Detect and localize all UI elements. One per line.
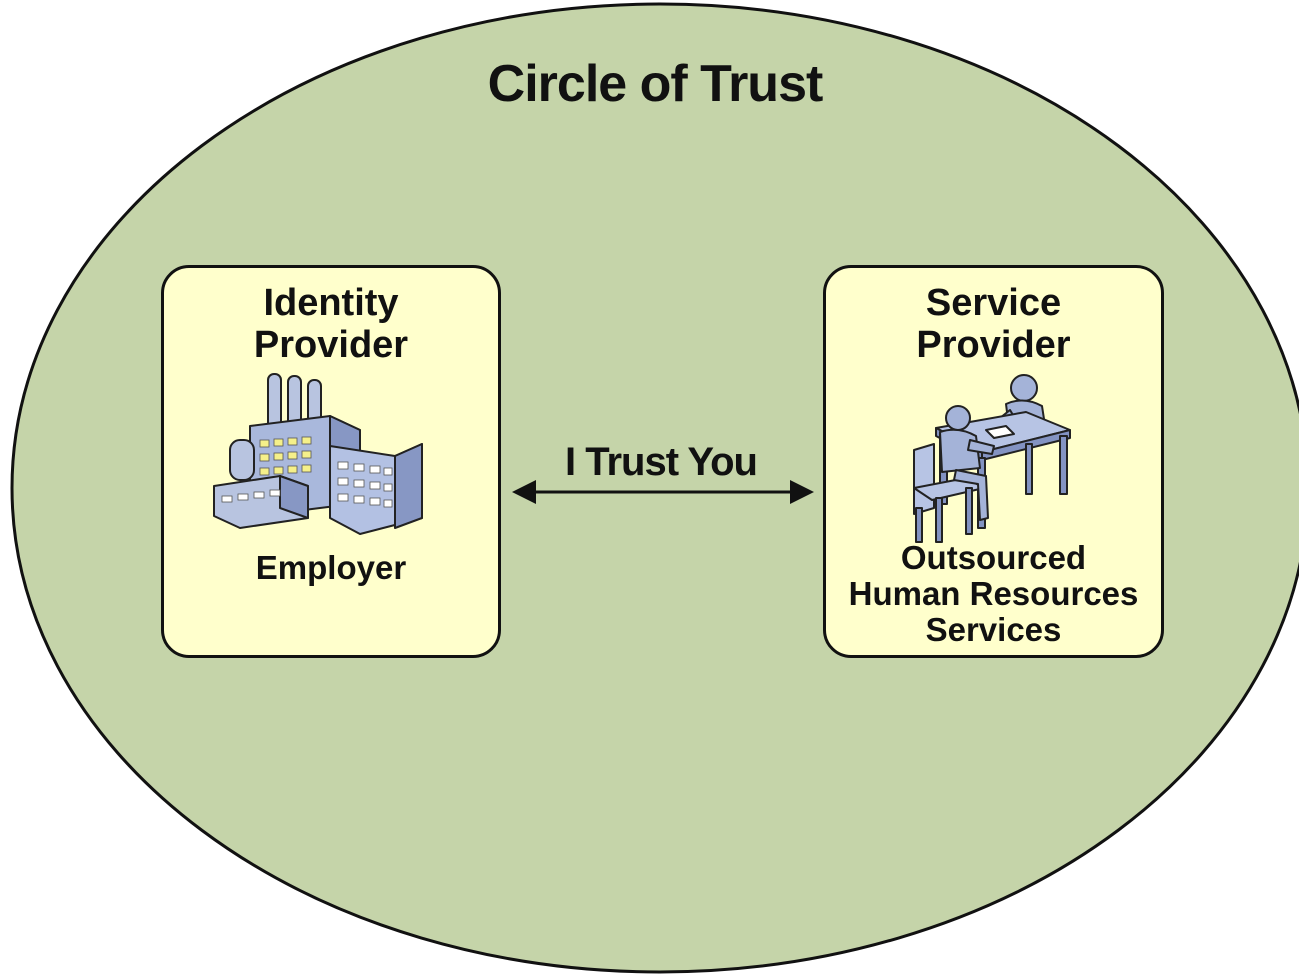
identity-provider-title: Identity Provider: [253, 282, 409, 366]
diagram-title: Circle of Trust: [487, 55, 824, 113]
trust-arrow-right-head: [790, 480, 814, 504]
service-provider-label: Outsourced Human Resources Services: [848, 539, 1139, 648]
trust-circle: [10, 2, 1299, 974]
meeting-people-icon: [906, 368, 1076, 548]
identity-provider-box: Identity Provider: [161, 265, 501, 658]
trust-arrow-left-head: [512, 480, 536, 504]
service-provider-box: Service Provider: [823, 265, 1164, 658]
factory-icon: [210, 368, 430, 538]
identity-provider-label: Employer: [255, 549, 407, 586]
service-provider-title: Service Provider: [916, 282, 1071, 366]
trust-connection-label: I Trust You: [565, 440, 758, 484]
